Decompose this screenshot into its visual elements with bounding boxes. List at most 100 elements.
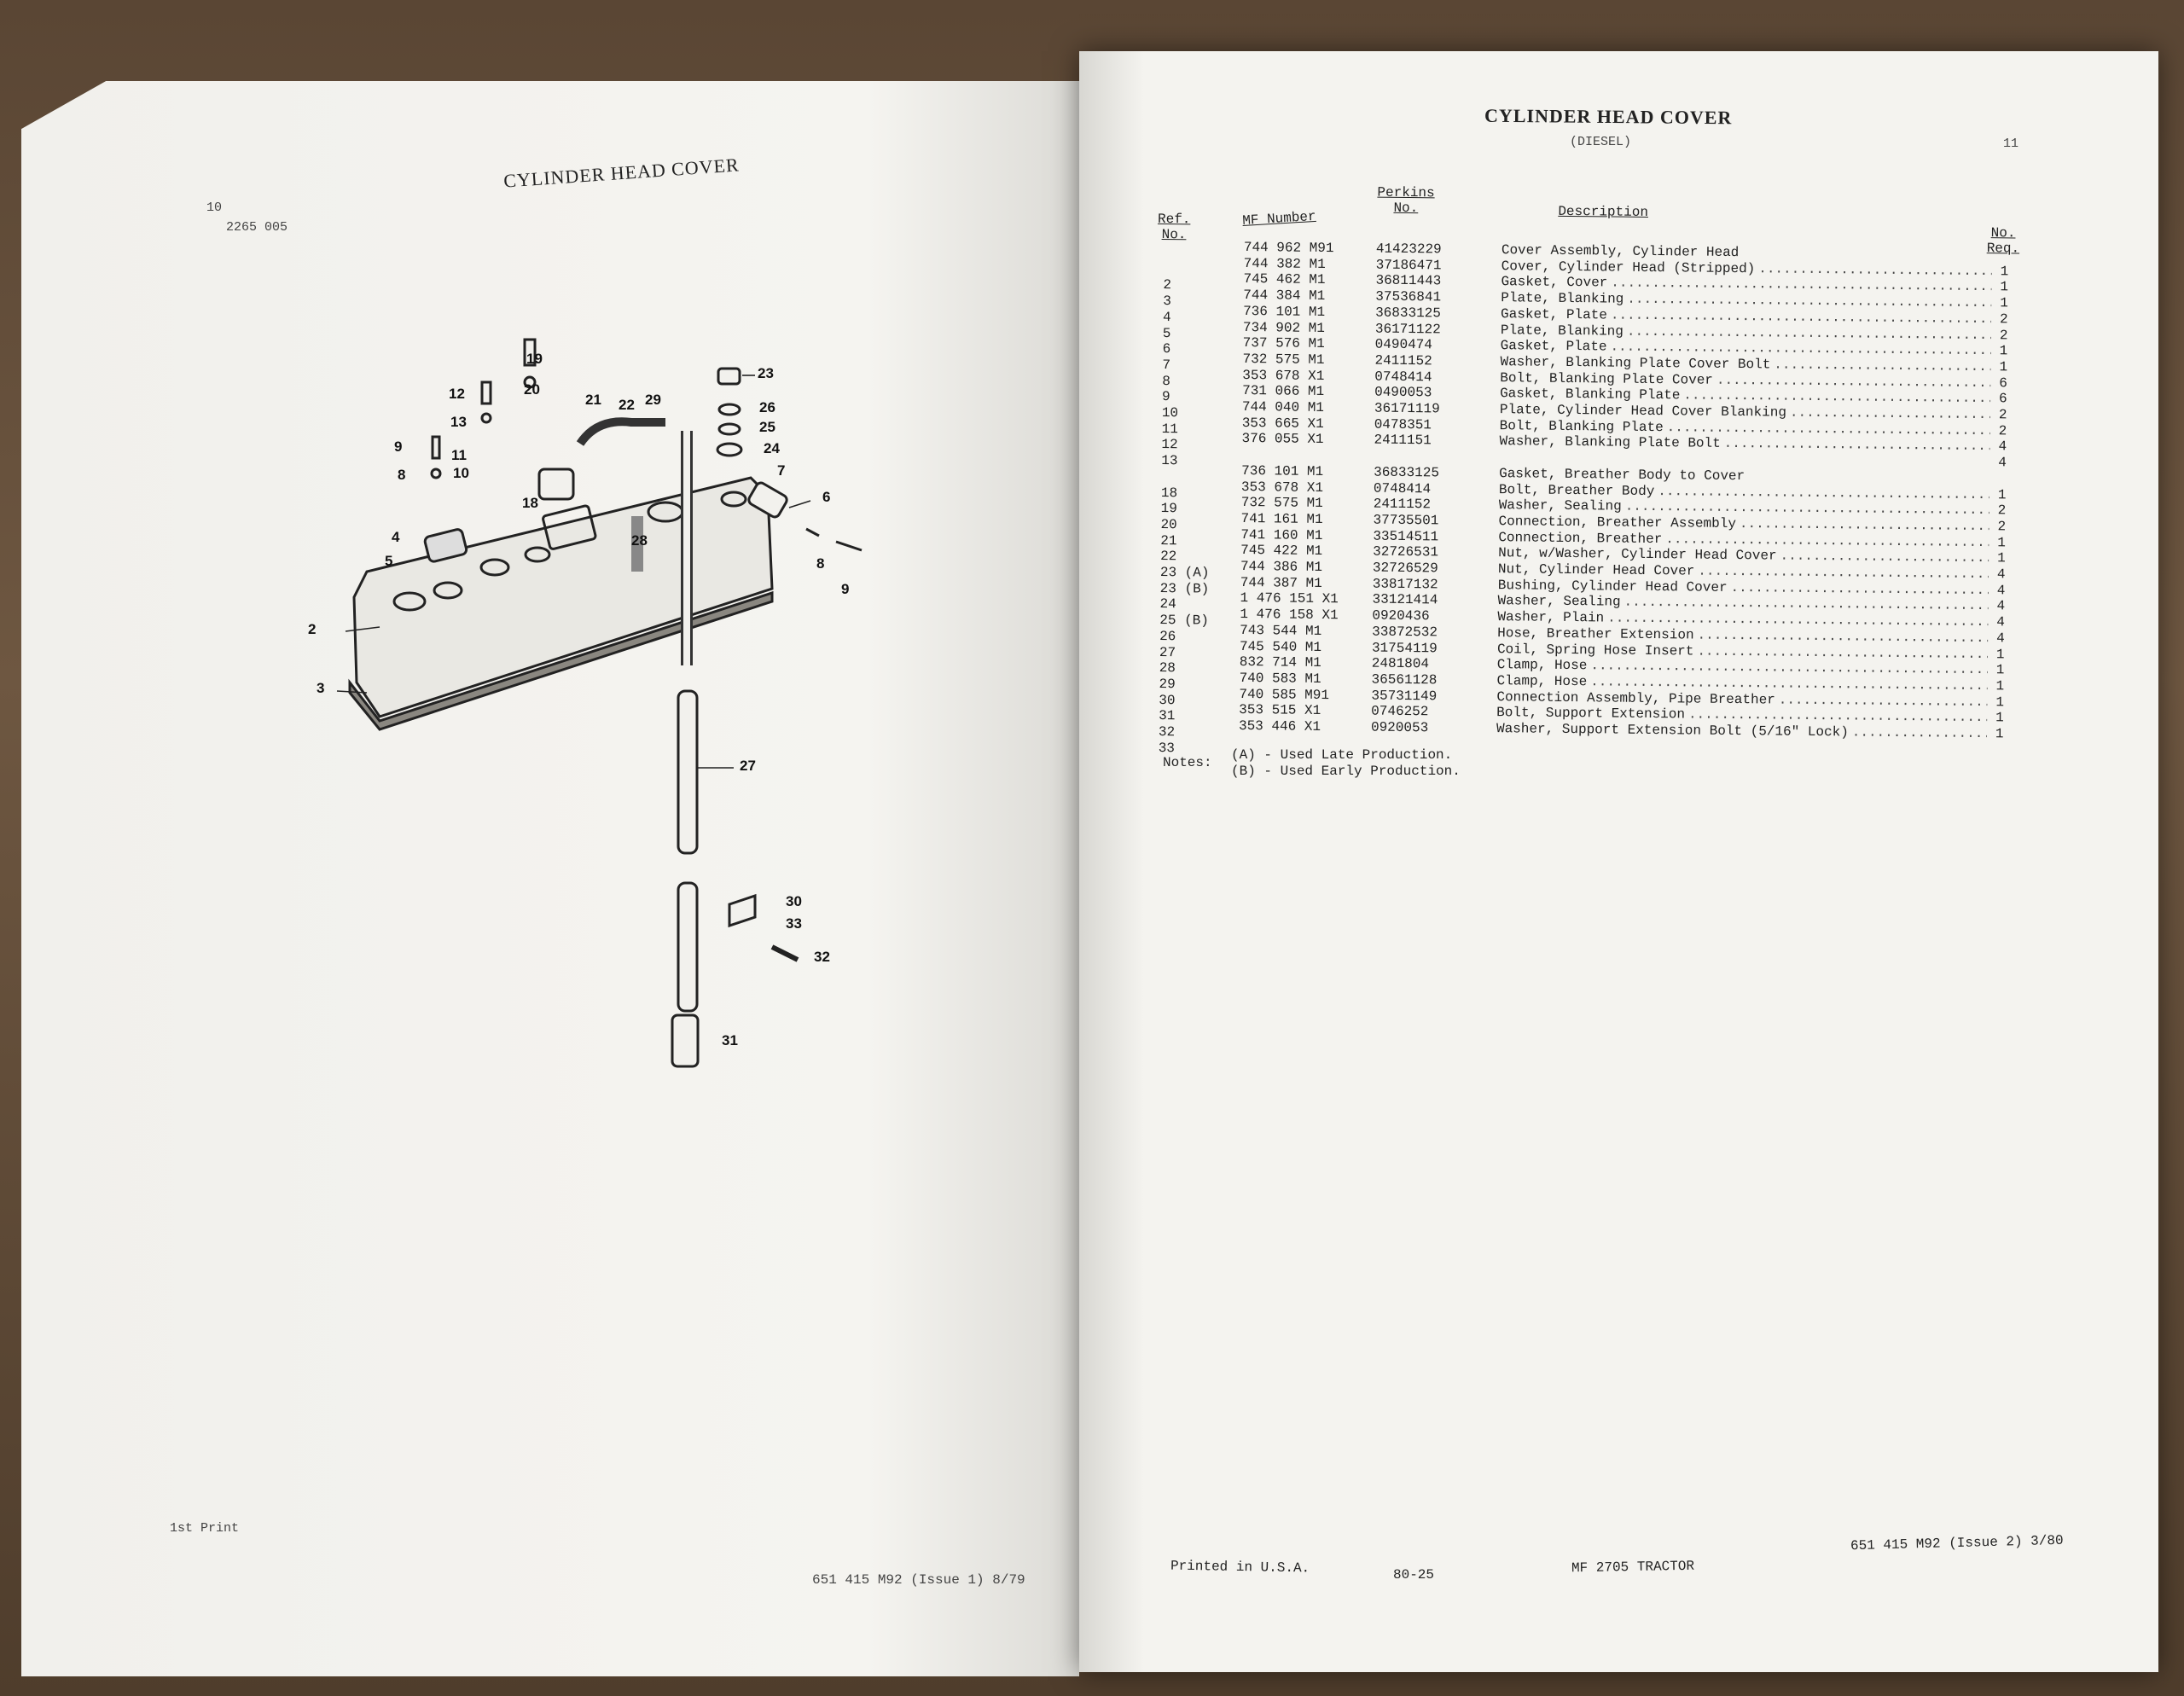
breather-cap	[671, 1014, 700, 1068]
cell-qty: 4	[1996, 566, 2006, 583]
callout-label: 20	[524, 381, 540, 398]
cell-qty: 1	[1999, 359, 2008, 375]
cell-perkins: 36561128	[1371, 671, 1438, 688]
breather-hose	[677, 689, 699, 855]
cell-mf: 744 384 M1	[1243, 288, 1326, 305]
cell-perkins: 36833125	[1375, 305, 1442, 322]
cell-mf: 740 585 M91	[1239, 686, 1330, 703]
cell-mf: 732 575 M1	[1240, 495, 1323, 512]
cell-qty: 1	[1995, 710, 2004, 726]
breather-hose-lower	[677, 881, 699, 1013]
cell-perkins: 33872532	[1372, 624, 1438, 641]
right-page-subtitle: (DIESEL)	[1570, 135, 1632, 149]
right-page-title: CYLINDER HEAD COVER	[1484, 104, 1733, 129]
cell-ref: 33	[1158, 740, 1176, 756]
cell-perkins: 33817132	[1372, 576, 1438, 593]
cell-perkins: 2411152	[1374, 352, 1432, 369]
right-page-number: 11	[2003, 136, 2019, 151]
cell-qty: 2	[1997, 502, 2007, 519]
left-page	[21, 81, 1079, 1676]
cell-qty: 1	[1997, 534, 2007, 550]
cell-qty: 4	[1996, 598, 2006, 614]
cell-qty: 4	[1998, 439, 2007, 455]
callout-label: 11	[451, 447, 467, 463]
cell-perkins: 32726529	[1372, 560, 1438, 577]
cell-perkins: 41423229	[1375, 241, 1442, 258]
cell-perkins: 36171122	[1374, 321, 1441, 337]
cell-mf: 744 040 M1	[1241, 398, 1325, 415]
callout-label: 22	[619, 397, 635, 413]
cell-perkins: 33514511	[1373, 528, 1439, 544]
cell-perkins: 0748414	[1373, 480, 1432, 497]
cell-perkins: 36171119	[1374, 400, 1440, 417]
cell-qty: 1	[1995, 726, 2004, 742]
note-a: (A) - Used Late Production.	[1231, 747, 1453, 763]
cell-mf: 743 544 M1	[1240, 622, 1322, 639]
leader-lines	[336, 375, 811, 769]
cell-perkins: 37536841	[1375, 288, 1442, 305]
callout-label: 18	[522, 495, 538, 511]
cell-qty: 2	[1999, 311, 2008, 328]
cell-mf: 731 066 M1	[1242, 383, 1325, 400]
cell-qty: 4	[1996, 614, 2006, 630]
callout-label: 27	[740, 758, 756, 774]
cell-perkins: 0920436	[1372, 607, 1430, 624]
callout-label: 8	[816, 555, 825, 572]
callout-label: 33	[786, 915, 802, 932]
header-description: Description	[1558, 203, 1649, 220]
left-footer-print: 1st Print	[170, 1521, 240, 1536]
cell-qty: 1	[2000, 279, 2009, 295]
callout-label: 30	[786, 893, 802, 909]
cell-perkins: 36833125	[1374, 464, 1440, 481]
footer-code: 80-25	[1393, 1567, 1435, 1583]
cell-perkins: 2411152	[1373, 496, 1432, 513]
cell-mf: 744 387 M1	[1240, 574, 1322, 591]
cell-qty: 1	[1997, 486, 2007, 502]
cell-mf: 1 476 151 X1	[1240, 590, 1339, 607]
cell-mf: 353 678 X1	[1240, 479, 1324, 496]
cell-qty: 6	[1999, 375, 2007, 391]
left-page-number: 10	[206, 200, 223, 215]
cell-qty: 1	[1995, 678, 2005, 694]
cell-perkins: 2411151	[1374, 432, 1432, 449]
cell-perkins: 2481804	[1371, 655, 1430, 672]
cell-qty: 1	[1995, 694, 2005, 710]
callout-label: 9	[841, 581, 850, 597]
callout-label: 13	[450, 414, 467, 430]
cell-perkins: 0490474	[1374, 336, 1433, 353]
callout-label: 5	[385, 553, 393, 569]
cell-qty: 2	[1998, 422, 2007, 439]
callout-label: 8	[398, 467, 406, 483]
dot-leader: ........................................…	[1851, 724, 1988, 743]
cell-qty: 2	[1999, 327, 2008, 343]
callout-label: 10	[453, 465, 469, 481]
exploded-diagram	[336, 338, 863, 1068]
cell-perkins: 35731149	[1371, 688, 1438, 704]
cell-mf: 832 714 M1	[1239, 654, 1321, 671]
footer-printed-in: Printed in U.S.A.	[1170, 1558, 1310, 1577]
cell-mf: 353 515 X1	[1239, 702, 1321, 719]
callout-label: 28	[631, 532, 648, 549]
cell-mf: 376 055 X1	[1241, 431, 1324, 448]
cell-perkins: 33121414	[1372, 591, 1438, 608]
notes-label: Notes:	[1163, 755, 1212, 770]
callout-label: 26	[759, 399, 775, 415]
cell-qty: 4	[1996, 630, 2005, 647]
cell-qty: 6	[1998, 391, 2007, 407]
callout-label: 24	[764, 440, 780, 456]
cell-mf: 745 422 M1	[1240, 543, 1323, 560]
cell-mf: 353 678 X1	[1242, 367, 1325, 384]
callout-label: 23	[758, 365, 774, 381]
cell-mf: 745 462 M1	[1243, 271, 1326, 288]
cell-mf: 744 962 M91	[1243, 239, 1334, 257]
cell-mf: 744 382 M1	[1243, 255, 1326, 272]
callout-label: 6	[822, 489, 831, 505]
cell-perkins: 32726531	[1373, 543, 1439, 560]
cell-perkins: 0490053	[1374, 384, 1432, 401]
cell-perkins: 0748414	[1374, 369, 1432, 385]
cell-mf: 1 476 158 X1	[1240, 607, 1339, 624]
callout-label: 9	[394, 439, 403, 455]
cell-perkins: 0478351	[1374, 416, 1432, 433]
cell-mf: 353 446 X1	[1238, 717, 1321, 735]
cell-mf: 736 101 M1	[1243, 303, 1326, 320]
